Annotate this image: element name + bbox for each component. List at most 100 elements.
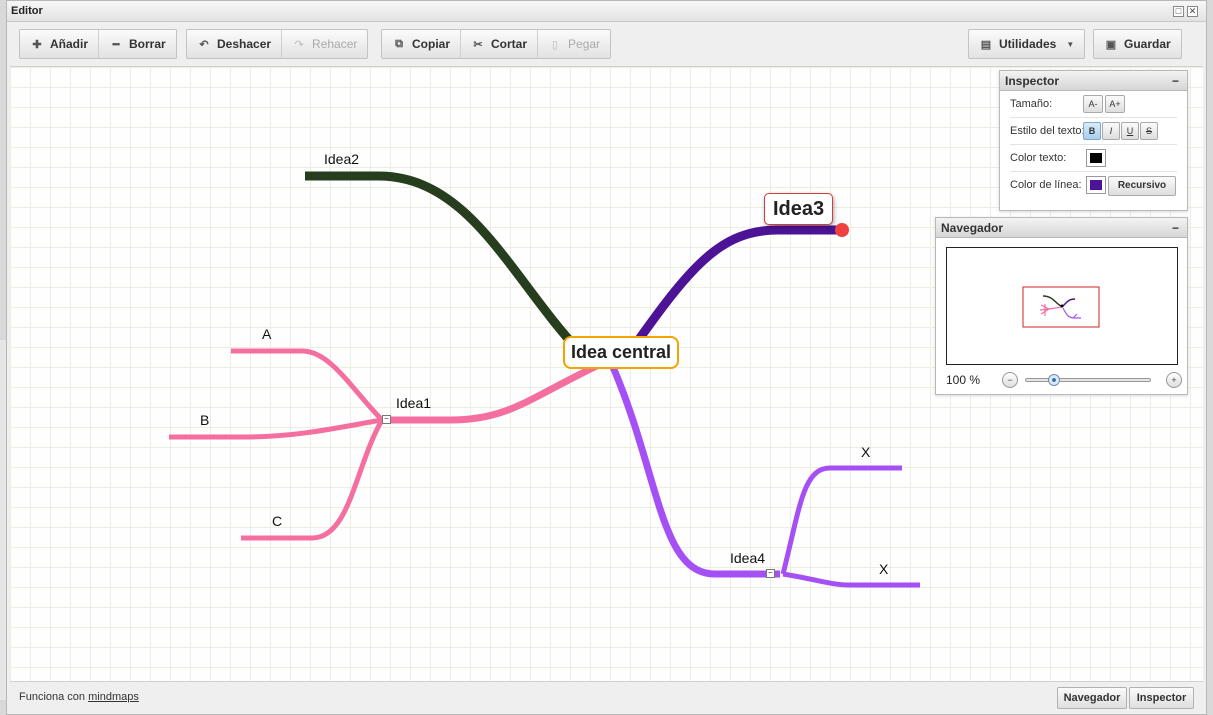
edit-group: ✚ Añadir ━ Borrar bbox=[19, 29, 177, 59]
navigator-preview[interactable] bbox=[946, 247, 1178, 365]
branch-c bbox=[241, 418, 385, 541]
font-larger-button[interactable]: A+ bbox=[1105, 95, 1125, 113]
node-a[interactable]: A bbox=[262, 326, 272, 342]
utilities-group: ▤ Utilidades ▼ bbox=[968, 29, 1086, 59]
mini-branch-idea3 bbox=[1062, 298, 1076, 307]
size-row: Tamaño: A- A+ bbox=[1010, 91, 1177, 118]
inspector-header[interactable]: Inspector − bbox=[1000, 71, 1187, 91]
zoom-out-icon[interactable]: − bbox=[1002, 372, 1018, 388]
window-title: Editor bbox=[11, 5, 43, 17]
text-style-row: Estilo del texto: B I U S bbox=[1010, 118, 1177, 145]
redo-label: Rehacer bbox=[312, 37, 358, 51]
mindmap-branches bbox=[169, 171, 920, 588]
node-x-2[interactable]: X bbox=[879, 561, 889, 577]
save-group: ▣ Guardar bbox=[1093, 29, 1182, 59]
branch-idea2 bbox=[305, 171, 584, 356]
text-color-row: Color texto: bbox=[1010, 145, 1177, 172]
collapse-idea1-icon[interactable]: − bbox=[382, 415, 391, 424]
node-idea3[interactable]: Idea3 bbox=[764, 193, 834, 225]
text-color-label: Color texto: bbox=[1010, 152, 1067, 164]
node-c[interactable]: C bbox=[272, 513, 283, 529]
branch-idea3 bbox=[626, 225, 840, 355]
undo-label: Deshacer bbox=[217, 37, 272, 51]
background-window-edge bbox=[0, 340, 6, 700]
zoom-slider[interactable] bbox=[1025, 374, 1151, 386]
editor-window: Editor □ ✕ ✚ Añadir ━ Borrar ↶ Deshacer … bbox=[6, 0, 1207, 715]
navigator-header[interactable]: Navegador − bbox=[936, 218, 1187, 238]
idea3-handle-dot bbox=[835, 223, 849, 237]
strikethrough-button[interactable]: S bbox=[1140, 122, 1158, 140]
mini-branch-idea1 bbox=[1039, 304, 1063, 316]
scissors-icon: ✂ bbox=[473, 38, 483, 51]
line-color-label: Color de línea: bbox=[1010, 179, 1082, 191]
utilities-dropdown[interactable]: ▤ Utilidades ▼ bbox=[969, 30, 1084, 58]
navigator-viewport bbox=[1022, 286, 1100, 328]
undo-icon: ↶ bbox=[199, 38, 209, 51]
toggle-navigator-button[interactable]: Navegador bbox=[1057, 687, 1127, 709]
document-icon: ▤ bbox=[980, 38, 992, 51]
mini-central-dot bbox=[1060, 304, 1064, 308]
copy-button[interactable]: ⧉ Copiar bbox=[382, 30, 462, 58]
redo-button[interactable]: ↷ Rehacer bbox=[282, 30, 367, 58]
mini-branch-idea4 bbox=[1062, 307, 1081, 319]
text-color-swatch[interactable] bbox=[1086, 149, 1106, 167]
chevron-down-icon: ▼ bbox=[1066, 39, 1075, 49]
undo-button[interactable]: ↶ Deshacer bbox=[187, 30, 283, 58]
history-group: ↶ Deshacer ↷ Rehacer bbox=[186, 29, 369, 59]
paste-label: Pegar bbox=[568, 37, 601, 51]
mindmaps-link[interactable]: mindmaps bbox=[88, 691, 139, 703]
maximize-icon[interactable]: □ bbox=[1173, 6, 1184, 17]
branch-b bbox=[169, 417, 383, 440]
node-idea2[interactable]: Idea2 bbox=[324, 151, 360, 167]
save-label: Guardar bbox=[1124, 37, 1171, 51]
cut-label: Cortar bbox=[491, 37, 528, 51]
bold-button[interactable]: B bbox=[1083, 122, 1101, 140]
paste-icon: ▯ bbox=[552, 38, 559, 51]
minus-icon: ━ bbox=[112, 38, 120, 51]
toolbar: ✚ Añadir ━ Borrar ↶ Deshacer ↷ Rehacer ⧉… bbox=[7, 23, 1206, 65]
clipboard-group: ⧉ Copiar ✂ Cortar ▯ Pegar bbox=[381, 29, 612, 59]
navigator-minimize-icon[interactable]: − bbox=[1171, 221, 1179, 235]
zoom-slider-thumb[interactable] bbox=[1048, 374, 1061, 386]
redo-icon: ↷ bbox=[294, 38, 304, 51]
utilities-label: Utilidades bbox=[999, 37, 1057, 51]
save-button[interactable]: ▣ Guardar bbox=[1094, 30, 1181, 58]
italic-button[interactable]: I bbox=[1102, 122, 1120, 140]
delete-button[interactable]: ━ Borrar bbox=[99, 30, 176, 58]
node-central[interactable]: Idea central bbox=[563, 336, 680, 369]
branch-a bbox=[231, 348, 384, 422]
copy-icon: ⧉ bbox=[395, 37, 403, 50]
branch-x2 bbox=[782, 571, 920, 588]
window-titlebar: Editor □ ✕ bbox=[7, 1, 1206, 22]
mini-branch-idea2 bbox=[1042, 295, 1062, 307]
node-idea1[interactable]: Idea1 bbox=[396, 395, 432, 411]
delete-label: Borrar bbox=[129, 37, 166, 51]
add-label: Añadir bbox=[50, 37, 89, 51]
font-smaller-button[interactable]: A- bbox=[1083, 95, 1103, 113]
zoom-level: 100 % bbox=[946, 373, 981, 387]
text-style-label: Estilo del texto: bbox=[1010, 125, 1085, 137]
node-b[interactable]: B bbox=[200, 412, 210, 428]
close-icon[interactable]: ✕ bbox=[1187, 6, 1198, 17]
mindmap-canvas[interactable]: Idea2 Idea1 A B C Idea4 X X − − Idea cen… bbox=[10, 66, 1203, 682]
underline-button[interactable]: U bbox=[1121, 122, 1139, 140]
line-color-swatch[interactable] bbox=[1086, 176, 1106, 194]
add-button[interactable]: ✚ Añadir bbox=[20, 30, 100, 58]
branch-x1 bbox=[780, 465, 902, 575]
recursive-button[interactable]: Recursivo bbox=[1108, 176, 1176, 196]
toggle-inspector-button[interactable]: Inspector bbox=[1129, 687, 1194, 709]
powered-by: Funciona con mindmaps bbox=[19, 691, 139, 703]
plus-icon: ✚ bbox=[32, 38, 42, 51]
zoom-in-icon[interactable]: + bbox=[1166, 372, 1182, 388]
powered-prefix: Funciona con bbox=[19, 691, 89, 703]
status-footer: Funciona con mindmaps Navegador Inspecto… bbox=[7, 683, 1206, 714]
node-idea4[interactable]: Idea4 bbox=[730, 550, 766, 566]
inspector-panel: Inspector − Tamaño: A- A+ Estilo del tex… bbox=[999, 70, 1188, 211]
cut-button[interactable]: ✂ Cortar bbox=[461, 30, 539, 58]
navigator-panel: Navegador − 100 % − + bbox=[935, 217, 1188, 395]
node-x-1[interactable]: X bbox=[861, 444, 871, 460]
collapse-idea4-icon[interactable]: − bbox=[766, 569, 775, 578]
copy-label: Copiar bbox=[412, 37, 451, 51]
paste-button[interactable]: ▯ Pegar bbox=[538, 30, 610, 58]
inspector-minimize-icon[interactable]: − bbox=[1171, 74, 1179, 88]
